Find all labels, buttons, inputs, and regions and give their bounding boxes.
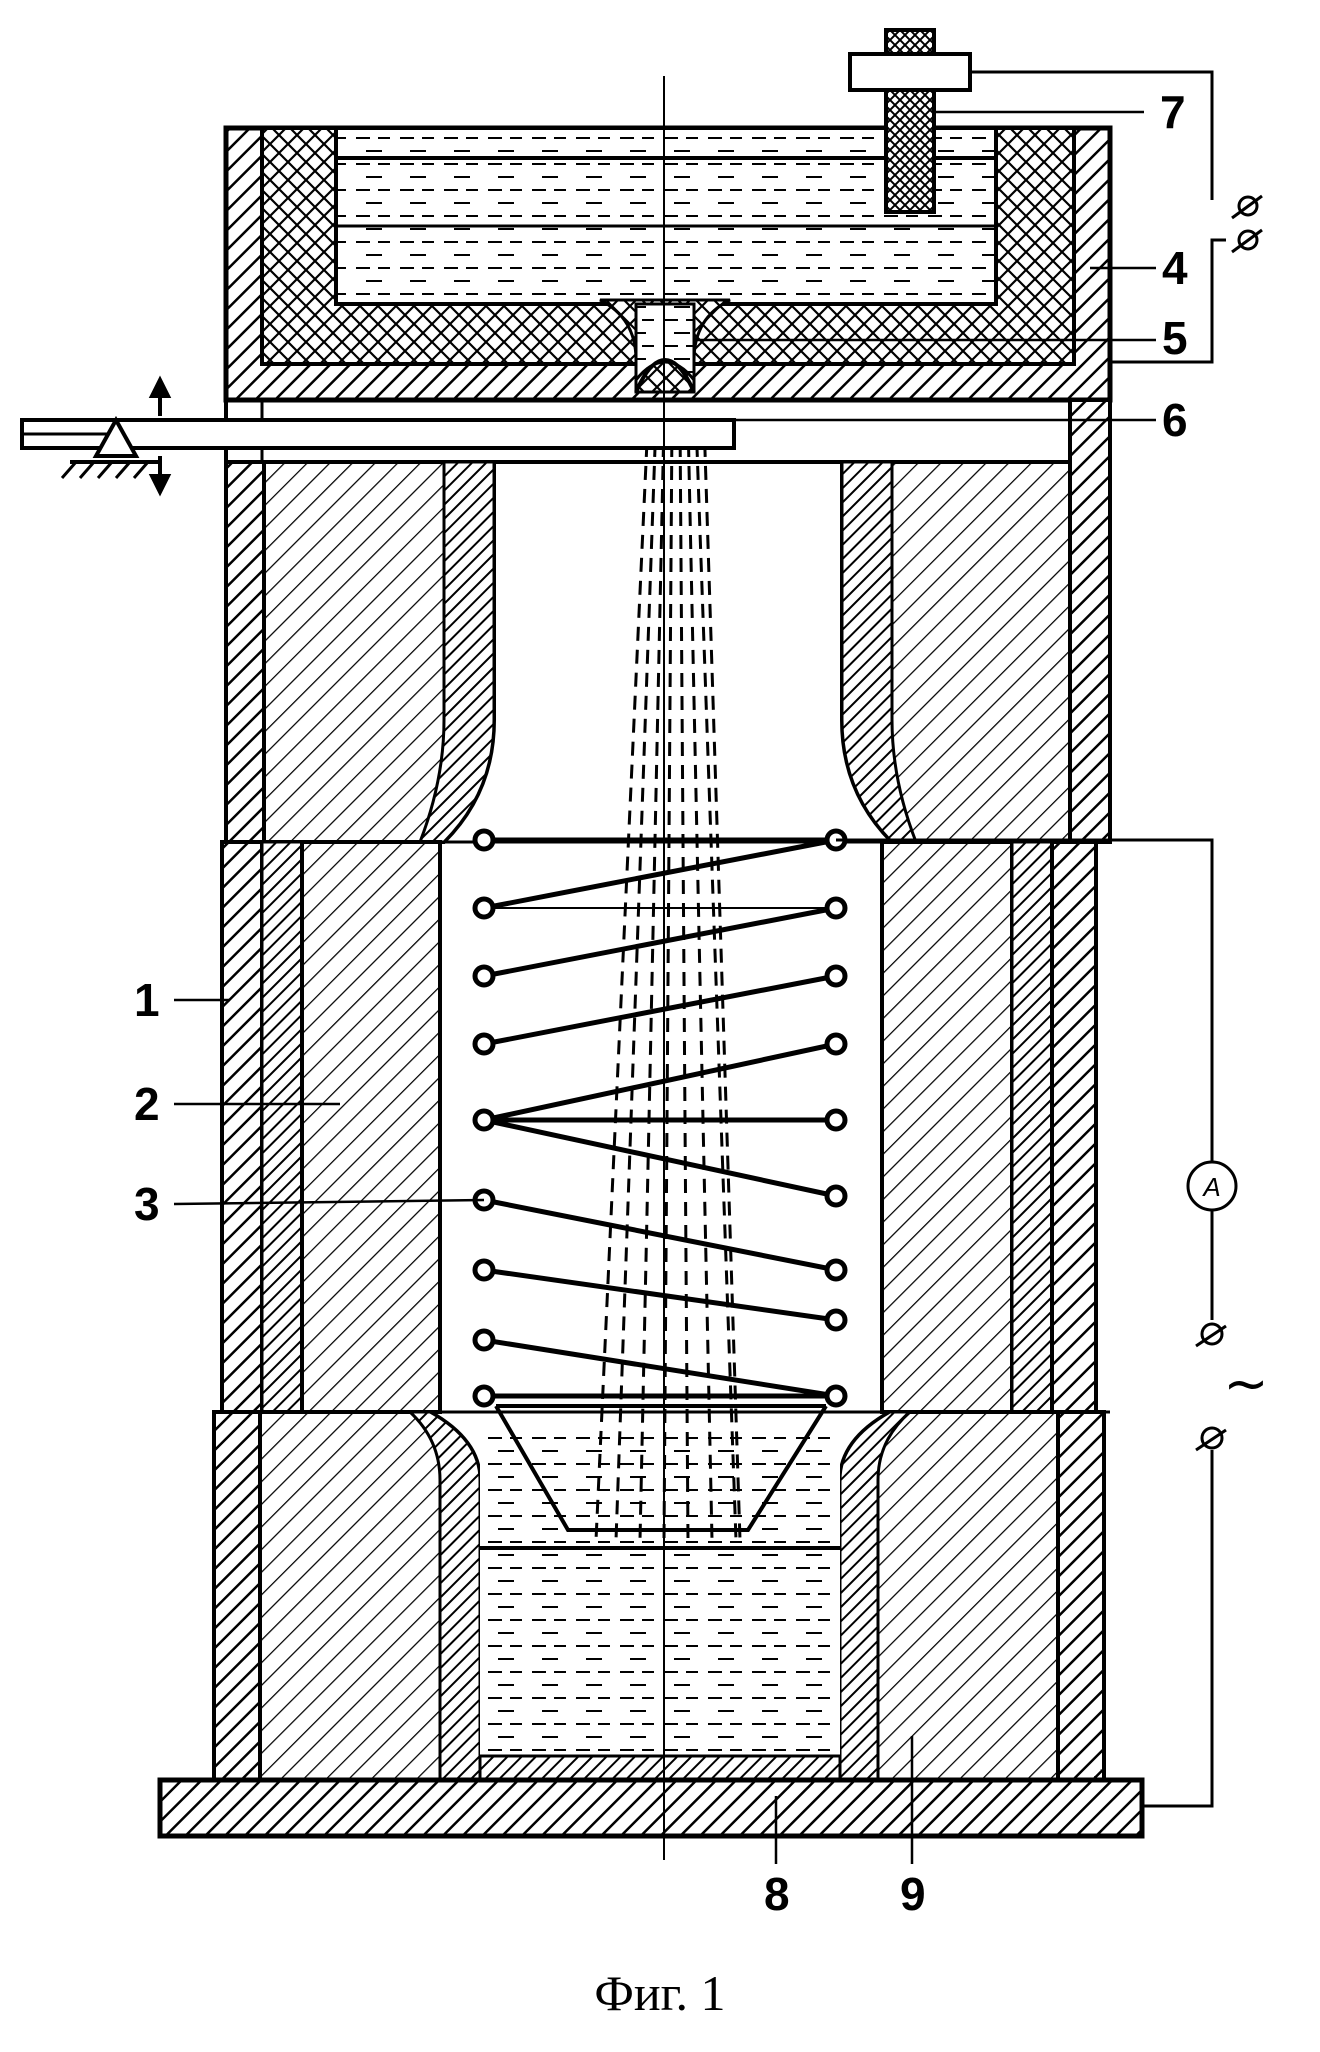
callout-5: 5 [1162,312,1188,364]
callout-6: 6 [1162,394,1188,446]
callout-2: 2 [134,1078,160,1130]
callout-7: 7 [1160,86,1186,138]
spray-jet [596,420,740,1540]
callout-9: 9 [900,1868,926,1920]
callout-3: 3 [134,1178,160,1230]
callout-8: 8 [764,1868,790,1920]
callout-4: 4 [1162,242,1188,294]
callout-1: 1 [134,974,160,1026]
collection-vessel [480,1432,840,1780]
figure-caption: Фиг. 1 [594,1965,725,2021]
heater-coil [475,831,845,1405]
base-plate [160,1780,1142,1836]
ammeter-symbol: A [1201,1172,1220,1202]
ac-source-symbol: ~ [1223,1352,1268,1415]
